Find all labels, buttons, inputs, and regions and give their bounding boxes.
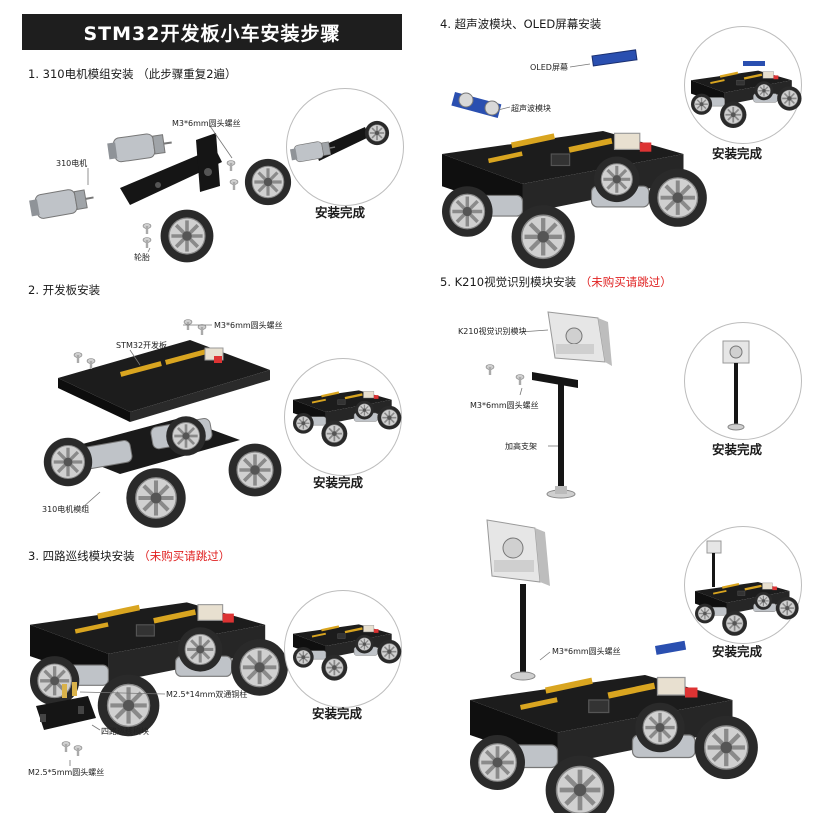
- step-4-title: 4. 超声波模块、OLED屏幕安装: [440, 17, 602, 31]
- step-2-done-circle: [284, 358, 402, 476]
- step-4-done-text: 安装完成: [712, 146, 763, 161]
- step-2-done-text: 安装完成: [313, 475, 364, 490]
- label-310-motor: 310电机: [56, 159, 88, 168]
- step-2-title: 2. 开发板安装: [28, 283, 101, 297]
- step-5-done-circle: [684, 322, 802, 440]
- label-m3-screw-3: M3*6mm圆头螺丝: [470, 401, 539, 410]
- step-1-title: 1. 310电机模组安装: [28, 67, 134, 81]
- step-2-heading: 2. 开发板安装: [28, 282, 100, 298]
- step-5-final-done-circle: [684, 526, 802, 644]
- step-1-done-circle: [286, 88, 404, 206]
- step-4-done-illustration: [685, 61, 801, 143]
- label-wheel: 轮胎: [134, 253, 150, 262]
- step-5-done-text: 安装完成: [712, 442, 763, 457]
- step-4-heading: 4. 超声波模块、OLED屏幕安装: [440, 16, 601, 32]
- step-1-heading: 1. 310电机模组安装 （此步骤重复2遍）: [28, 66, 237, 82]
- label-m3-screw-2: M3*6mm圆头螺丝: [214, 321, 283, 330]
- step-5-done-illustration: [722, 340, 750, 431]
- label-motor-module: 310电机模组: [42, 505, 90, 514]
- step-3-note: （未购买请跳过）: [138, 549, 231, 563]
- step-1-note: （此步骤重复2遍）: [137, 67, 237, 81]
- step-5-note: （未购买请跳过）: [579, 275, 672, 289]
- label-stm32-board: STM32开发板: [116, 341, 168, 350]
- label-ultrasonic: 超声波模块: [511, 104, 551, 113]
- label-m3-screw: M3*6mm圆头螺丝: [172, 119, 241, 128]
- label-oled: OLED屏幕: [530, 63, 568, 72]
- step-3-done-text: 安装完成: [312, 706, 363, 721]
- step-5-heading: 5. K210视觉识别模块安装 （未购买请跳过）: [440, 274, 672, 290]
- label-k210: K210视觉识别模块: [458, 327, 527, 336]
- step-5-final-done-text: 安装完成: [712, 644, 763, 659]
- step-3-title: 3. 四路巡线模块安装: [28, 549, 135, 563]
- label-m3-screw-4: M3*6mm圆头螺丝: [552, 647, 621, 656]
- step-3-heading: 3. 四路巡线模块安装 （未购买请跳过）: [28, 548, 230, 564]
- label-bracket: 加高支架: [505, 442, 537, 451]
- step-1-done-illustration: [288, 120, 390, 164]
- step-1-done-text: 安装完成: [315, 205, 366, 220]
- step-4-done-circle: [684, 26, 802, 144]
- label-copper-pillar: M2.5*14mm双通铜柱: [166, 690, 248, 699]
- step-5-title: 5. K210视觉识别模块安装: [440, 275, 577, 289]
- label-tracker-module: 四路巡线模块: [101, 727, 149, 736]
- step-5-final-done-illustration: [685, 540, 801, 643]
- step-3-done-circle: [284, 590, 402, 708]
- label-m25-screw: M2.5*5mm圆头螺丝: [28, 768, 105, 777]
- page-title: STM32开发板小车安装步骤: [22, 14, 402, 50]
